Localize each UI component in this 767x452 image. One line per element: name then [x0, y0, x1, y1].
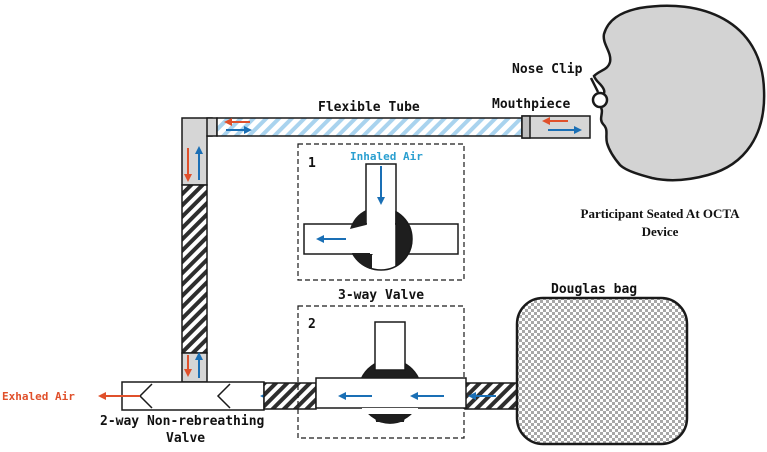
three-way-valve-position-2: [315, 321, 467, 424]
inhaled-air-label: Inhaled Air: [350, 150, 423, 163]
panel-1: [297, 143, 465, 281]
panel-2: [297, 305, 465, 439]
panel-1-number: 1: [308, 156, 316, 171]
participant-caption-line2: Device: [642, 224, 679, 239]
nose-clip: [589, 77, 609, 109]
nose-clip-label: Nose Clip: [512, 62, 583, 77]
douglas-bag-label: Douglas bag: [551, 282, 637, 297]
participant-head: [592, 4, 766, 182]
head-silhouette: [592, 4, 766, 182]
mouthpiece: [521, 115, 591, 139]
tube-connector-left: [206, 117, 218, 137]
flexible-tube: [216, 117, 523, 137]
douglas-bag: [515, 296, 689, 446]
vertical-tube: [181, 184, 208, 354]
three-way-valve-position-1: [303, 163, 459, 271]
exhaled-air-label: Exhaled Air: [2, 390, 75, 403]
panel-2-number: 2: [308, 317, 316, 332]
participant-caption-line1: Participant Seated At OCTA: [581, 206, 741, 221]
flexible-tube-label: Flexible Tube: [318, 100, 420, 115]
nose-clip-ring: [591, 91, 609, 109]
two-way-valve-label-line2: Valve: [166, 431, 205, 446]
two-way-valve-label-line1: 2-way Non-rebreathing: [100, 414, 264, 429]
tube-valve-to-3way: [263, 382, 317, 410]
three-way-valve-label: 3-way Valve: [338, 288, 424, 303]
two-way-valve: [121, 381, 265, 411]
mouthpiece-label: Mouthpiece: [492, 97, 570, 112]
tube-elbow-bottom: [181, 352, 208, 383]
